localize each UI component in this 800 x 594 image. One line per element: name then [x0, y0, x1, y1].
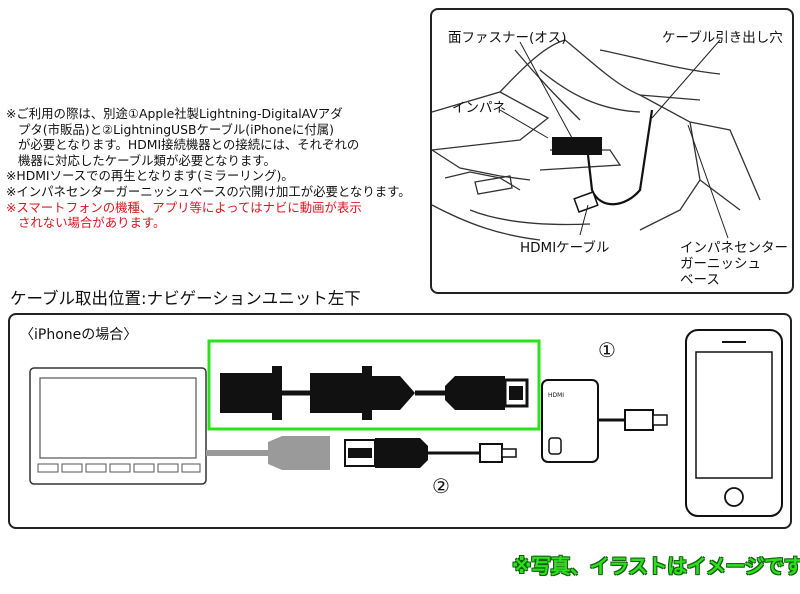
usb-grey-cable: [206, 436, 330, 470]
connection-diagram-frame: [8, 313, 792, 529]
warning-line: ※スマートフォンの機種、アプリ等によってはナビに動画が表示: [6, 199, 362, 215]
hdmi-cable-line: [586, 109, 654, 206]
inpane-label: インパネ: [452, 100, 506, 116]
adapter-number: ①: [598, 338, 616, 362]
connection-title: 〈iPhoneの場合〉: [20, 327, 138, 343]
note-line: プタ(市販品)と②LightningUSBケーブル(iPhoneに付属): [18, 121, 334, 137]
image-disclaimer: ※写真、イラストはイメージです。: [512, 554, 800, 578]
garnish-label-1: インパネセンター: [680, 240, 788, 256]
dashboard-drawing: [431, 39, 761, 241]
hdmi-plug: [573, 191, 599, 213]
warning-line: されない場合があります。: [18, 215, 166, 231]
navigation-unit: [29, 367, 207, 485]
fastener-block: [552, 137, 602, 155]
usb-lightning-cable: [344, 438, 517, 468]
hdmi-chain: [220, 366, 529, 420]
adapter-hdmi-text: HDMI: [548, 392, 565, 399]
fastener-label: 面ファスナー(オス): [448, 30, 567, 46]
cable-position-title: ケーブル取出位置:ナビゲーションユニット左下: [10, 289, 361, 308]
iphone-device: [685, 329, 783, 517]
highlight-box: [207, 339, 541, 431]
garnish-label-2: ガーニッシュ: [680, 256, 761, 272]
garnish-label-3: ベース: [680, 272, 720, 288]
hdmi-cable-label: HDMIケーブル: [520, 240, 610, 256]
leader-lines: [499, 39, 729, 239]
notes-block: ※ご利用の際は、別途①Apple社製Lightning-DigitalAVアダ …: [6, 106, 416, 231]
cable-hole-label: ケーブル引き出し穴: [662, 30, 783, 46]
dashboard-illustration-frame: [430, 8, 794, 294]
usb-cable-number: ②: [432, 474, 450, 498]
note-line: ※HDMIソースでの再生となります(ミラーリング)。: [6, 168, 294, 184]
note-line: 機器に対応したケーブル類が必要となります。: [18, 152, 276, 168]
note-line: ※ご利用の際は、別途①Apple社製Lightning-DigitalAVアダ: [6, 106, 343, 121]
note-line: が必要となります。HDMI接続機器との接続には、それぞれの: [18, 137, 360, 153]
note-line: ※インパネセンターガーニッシュベースの穴開け加工が必要となります。: [6, 183, 411, 199]
digital-av-adapter: [541, 379, 668, 463]
